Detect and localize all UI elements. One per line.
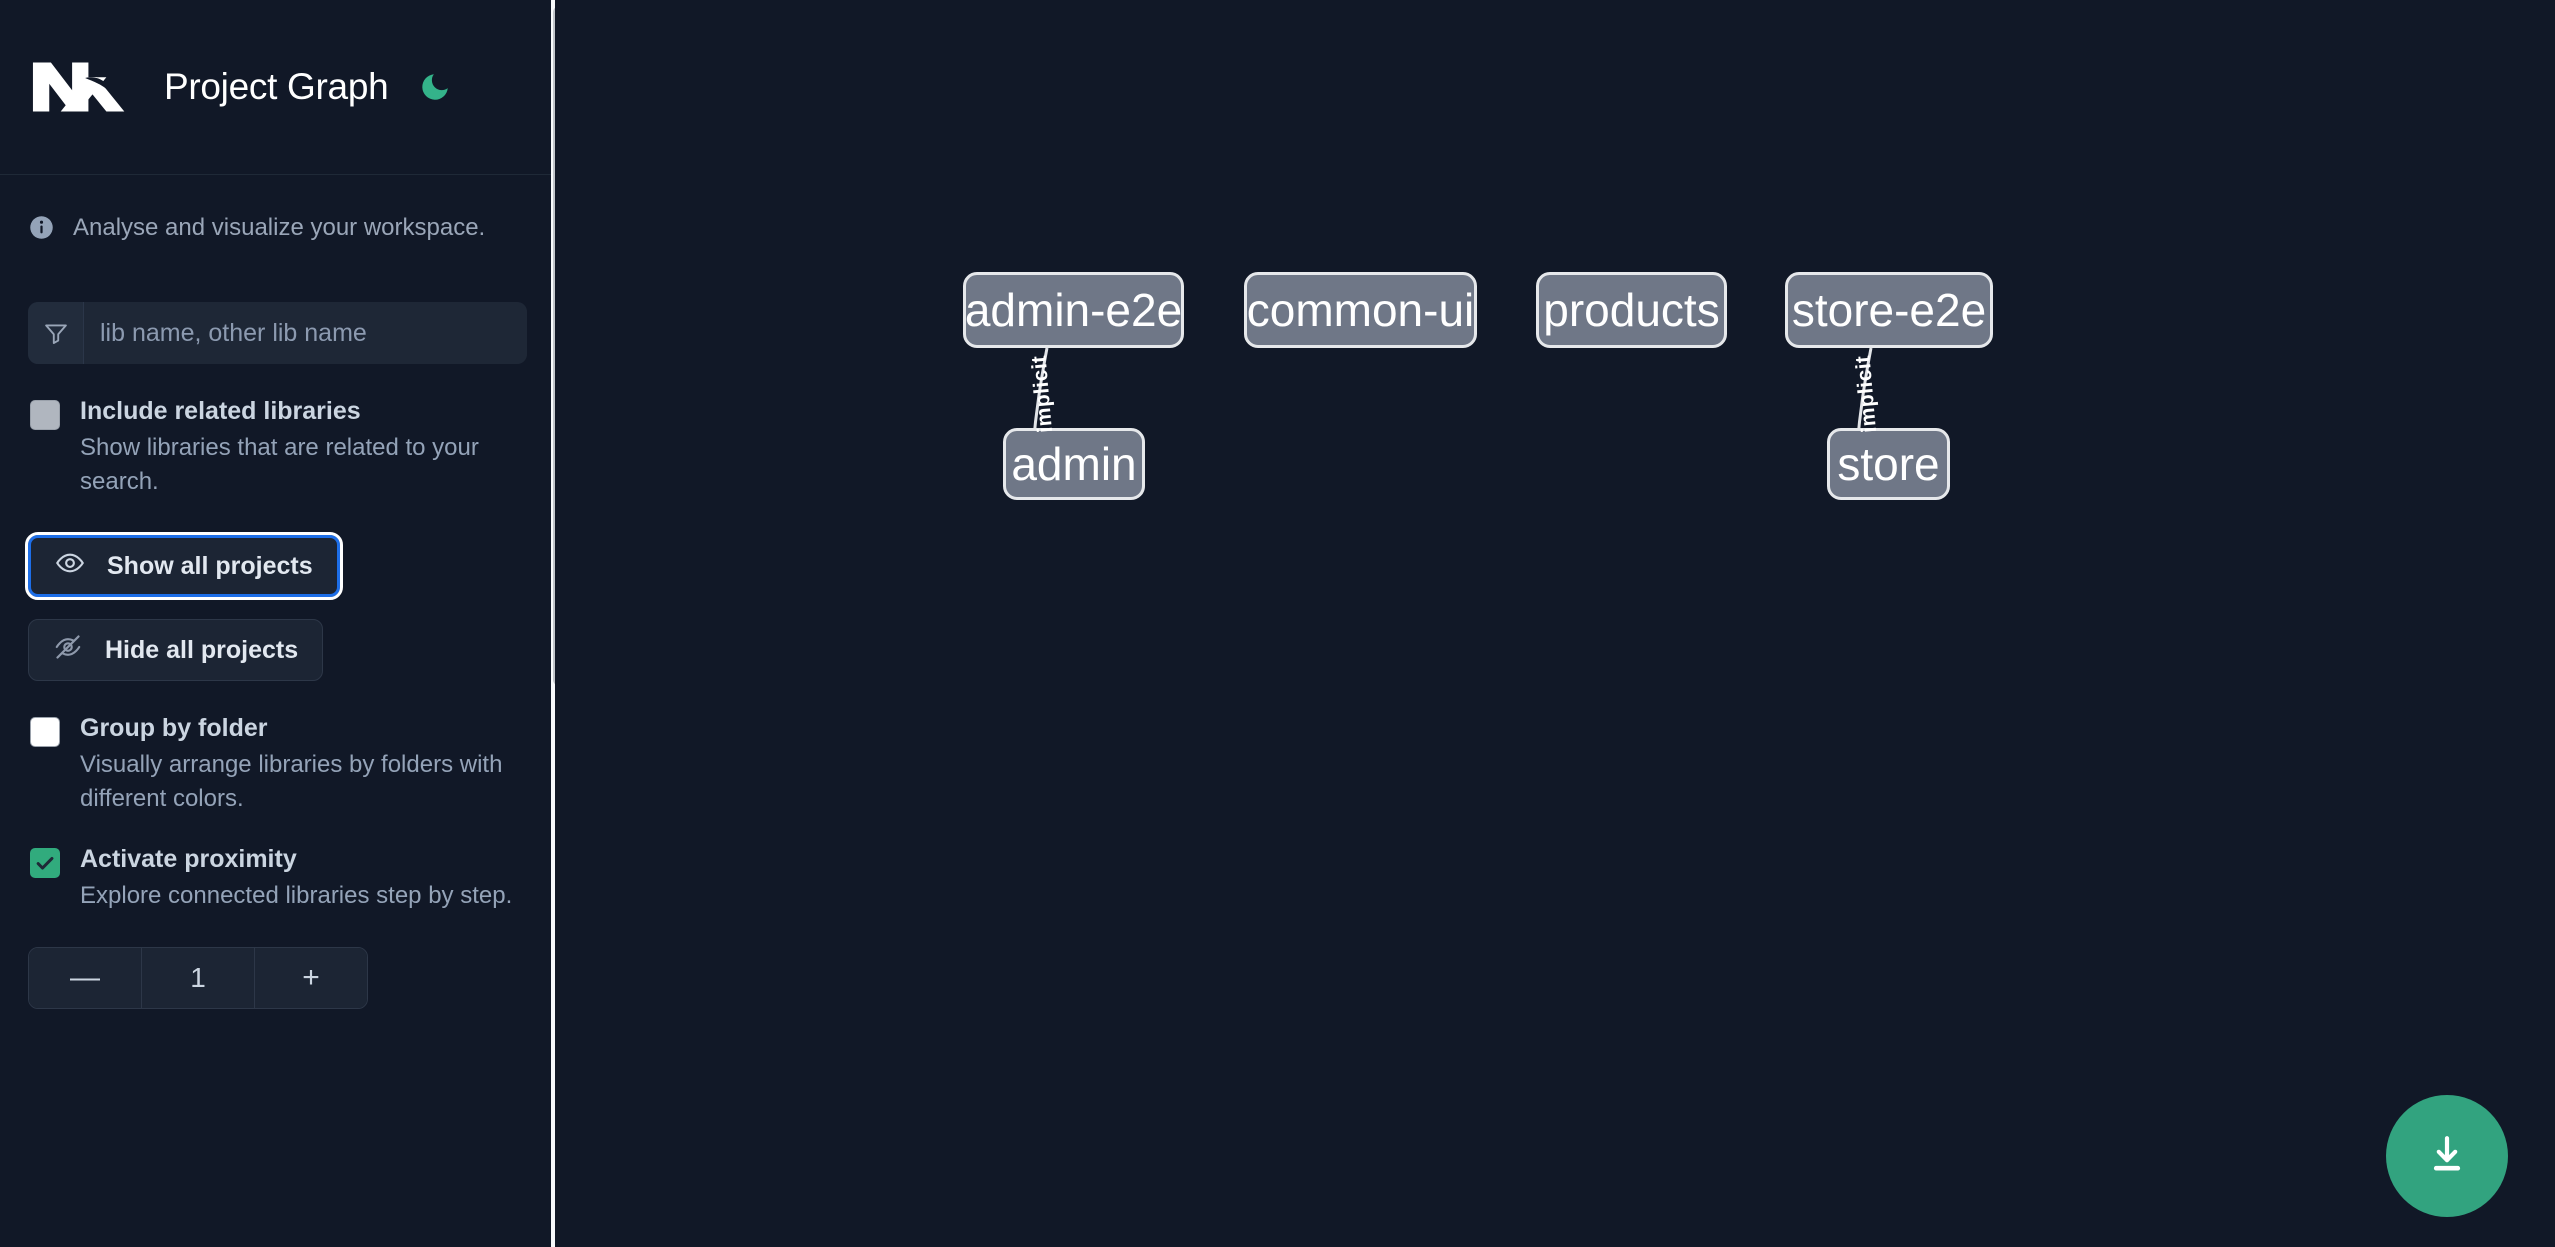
option-texts: Group by folder Visually arrange librari… <box>80 711 527 816</box>
node-label: admin-e2e <box>964 284 1183 336</box>
show-all-projects-label: Show all projects <box>107 551 313 580</box>
option-texts: Include related libraries Show libraries… <box>80 394 527 499</box>
search-box <box>28 302 527 364</box>
show-all-projects-button[interactable]: Show all projects <box>25 532 343 601</box>
graph-node-common-ui[interactable]: common-ui <box>1244 272 1477 348</box>
moon-icon[interactable] <box>414 66 456 108</box>
edge-label-store: implicit <box>1851 354 1882 434</box>
option-group-by-folder[interactable]: Group by folder Visually arrange librari… <box>28 711 527 816</box>
graph-node-store-e2e[interactable]: store-e2e <box>1785 272 1993 348</box>
sidebar-scrollbar[interactable] <box>551 0 555 1247</box>
sidebar-scrollbar-thumb[interactable] <box>553 6 555 686</box>
node-label: admin <box>1011 438 1137 490</box>
hide-all-projects-button[interactable]: Hide all projects <box>28 619 324 682</box>
node-label: store-e2e <box>1791 284 1987 336</box>
eye-off-icon <box>53 632 83 669</box>
node-label: store <box>1837 438 1940 490</box>
page-title: Project Graph <box>164 66 389 107</box>
proximity-increment-button[interactable]: + <box>255 948 367 1009</box>
download-icon <box>2423 1131 2471 1182</box>
node-label: products <box>1543 284 1720 336</box>
graph-node-store[interactable]: store <box>1827 428 1950 500</box>
option-include-related-libraries[interactable]: Include related libraries Show libraries… <box>28 394 527 499</box>
search-input[interactable] <box>84 302 527 364</box>
graph-node-admin-e2e[interactable]: admin-e2e <box>963 272 1184 348</box>
graph-node-admin[interactable]: admin <box>1003 428 1145 500</box>
workspace-info-text: Analyse and visualize your workspace. <box>73 213 486 241</box>
option-description: Visually arrange libraries by folders wi… <box>80 751 503 813</box>
graph-edges <box>1020 347 1873 454</box>
graph-canvas[interactable]: admin-e2e common-ui products store-e2e a… <box>555 0 2555 1247</box>
filter-icon[interactable] <box>28 302 84 364</box>
proximity-stepper: — 1 + <box>28 947 368 1010</box>
proximity-value: 1 <box>141 948 255 1009</box>
hide-all-projects-label: Hide all projects <box>105 635 299 664</box>
include-related-libraries-checkbox[interactable] <box>30 400 60 430</box>
graph-node-products[interactable]: products <box>1536 272 1727 348</box>
info-icon <box>28 214 55 241</box>
proximity-decrement-button[interactable]: — <box>29 948 141 1009</box>
option-title: Activate proximity <box>80 845 297 874</box>
sidebar-header: Project Graph <box>0 0 555 175</box>
option-texts: Activate proximity Explore connected lib… <box>80 842 512 913</box>
sidebar: Project Graph Analyse and visualize your… <box>0 0 555 1247</box>
group-by-folder-checkbox[interactable] <box>30 717 60 748</box>
option-description: Show libraries that are related to your … <box>80 434 479 496</box>
nx-logo-icon <box>28 56 126 118</box>
eye-icon <box>55 548 85 585</box>
activate-proximity-checkbox[interactable] <box>30 848 60 879</box>
sidebar-body: Include related libraries Show libraries… <box>0 302 555 1010</box>
option-description: Explore connected libraries step by step… <box>80 882 513 910</box>
download-image-button[interactable] <box>2386 1095 2508 1217</box>
node-label: common-ui <box>1246 284 1475 336</box>
option-title: Include related libraries <box>80 397 361 425</box>
workspace-info: Analyse and visualize your workspace. <box>0 175 555 280</box>
edge-label-admin: implicit <box>1027 354 1058 434</box>
option-activate-proximity[interactable]: Activate proximity Explore connected lib… <box>28 842 527 913</box>
visibility-buttons: Show all projects Hide all projects <box>25 532 527 682</box>
option-title: Group by folder <box>80 714 268 743</box>
